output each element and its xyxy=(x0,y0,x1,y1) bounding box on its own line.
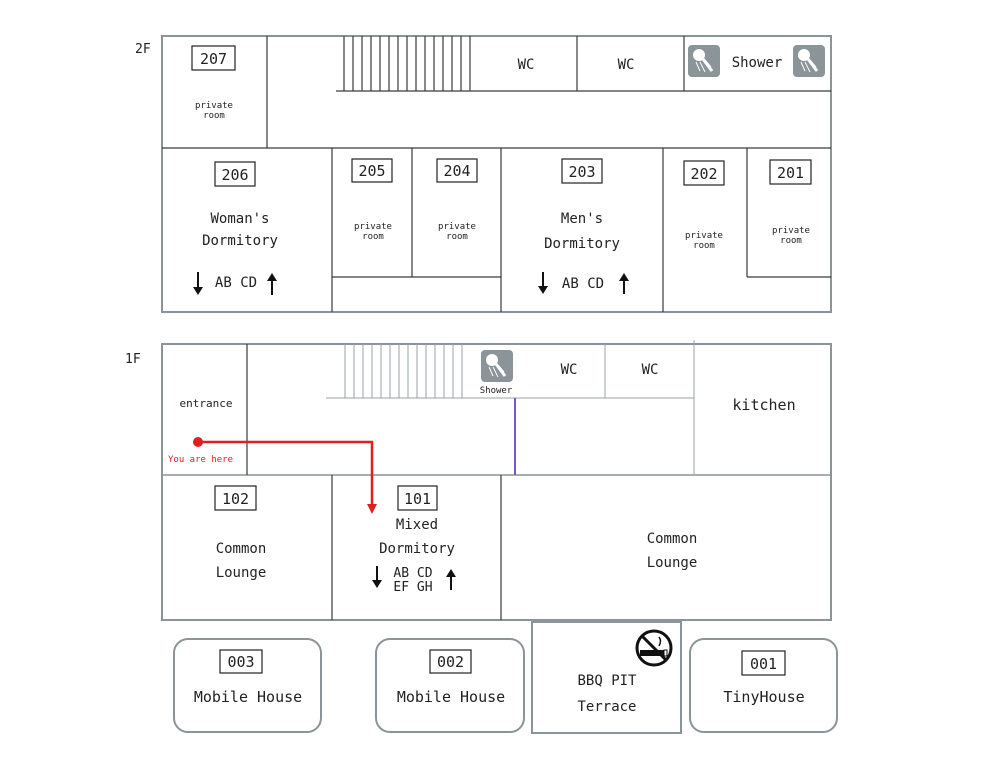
room-label: Dormitory xyxy=(544,236,620,252)
you-are-here-route: You are here xyxy=(168,437,377,514)
mobile-house-003[interactable]: 003 Mobile House xyxy=(173,638,322,733)
house-label: Mobile House xyxy=(194,688,302,706)
room-label: private xyxy=(195,101,233,111)
arrow-down-icon xyxy=(193,272,203,295)
bbq-label: BBQ PIT xyxy=(577,673,637,689)
shower-label: Shower xyxy=(480,386,513,396)
room-number: 201 xyxy=(777,164,804,182)
arrow-down-icon xyxy=(538,272,548,294)
arrow-up-icon xyxy=(267,273,277,295)
shower-icon xyxy=(686,43,722,79)
room-label: Dormitory xyxy=(379,541,455,557)
bbq-terrace[interactable]: BBQ PIT Terrace xyxy=(531,621,682,734)
room-label: private xyxy=(685,231,723,241)
house-label: TinyHouse xyxy=(723,688,804,706)
room-label: Lounge xyxy=(647,555,698,571)
room-label: private xyxy=(438,222,476,232)
house-number: 002 xyxy=(437,653,464,671)
room-label: Dormitory xyxy=(202,233,278,249)
you-are-here-marker xyxy=(193,437,203,447)
entrance-label: entrance xyxy=(180,397,233,410)
shower-1f: Shower xyxy=(479,348,515,396)
shower-label: Shower xyxy=(732,55,783,71)
room-number: 204 xyxy=(443,162,470,180)
room-205[interactable]: 205 private room xyxy=(351,158,393,242)
room-label: Woman's xyxy=(210,211,269,227)
terrace-label: Terrace xyxy=(577,699,636,715)
wc-label: WC xyxy=(561,362,578,378)
room-202[interactable]: 202 private room xyxy=(683,160,725,251)
room-label: room xyxy=(203,111,225,121)
room-203[interactable]: 203 Men's Dormitory AB CD xyxy=(538,158,629,294)
wc-label: WC xyxy=(642,362,659,378)
room-number: 205 xyxy=(358,162,385,180)
house-label: Mobile House xyxy=(397,688,505,706)
common-lounge[interactable]: Common Lounge xyxy=(647,531,698,571)
room-label: Lounge xyxy=(216,565,267,581)
stairs-2f xyxy=(343,36,471,91)
route-line xyxy=(198,440,377,514)
floor-label-2f: 2F xyxy=(135,42,151,57)
shower-icon xyxy=(791,43,827,79)
arrow-up-icon xyxy=(446,569,456,590)
room-number: 203 xyxy=(568,163,595,181)
bed-labels: EF GH xyxy=(393,580,432,595)
wc-label: WC xyxy=(618,57,635,73)
room-label: Mixed xyxy=(396,517,438,533)
tiny-house-001[interactable]: 001 TinyHouse xyxy=(689,638,838,733)
bed-labels: AB CD xyxy=(562,276,604,292)
room-label: room xyxy=(446,232,468,242)
no-smoking-icon xyxy=(635,629,673,667)
room-number: 207 xyxy=(200,50,227,68)
bed-labels: AB CD xyxy=(215,275,257,291)
room-number: 102 xyxy=(222,490,249,508)
floor-2 xyxy=(161,35,832,313)
arrow-up-icon xyxy=(619,273,629,294)
shower-2f: Shower xyxy=(686,43,827,79)
room-number: 101 xyxy=(404,490,431,508)
room-label: private xyxy=(354,222,392,232)
room-label: Common xyxy=(216,541,267,557)
room-102[interactable]: 102 Common Lounge xyxy=(214,485,267,581)
room-label: private xyxy=(772,226,810,236)
room-number: 202 xyxy=(690,165,717,183)
room-201[interactable]: 201 private room xyxy=(769,159,812,246)
shower-icon xyxy=(479,348,515,384)
room-label: room xyxy=(780,236,802,246)
room-101[interactable]: 101 Mixed Dormitory AB CD EF GH xyxy=(372,485,456,595)
room-label: room xyxy=(693,241,715,251)
room-label: Common xyxy=(647,531,698,547)
room-label: room xyxy=(362,232,384,242)
room-number: 206 xyxy=(221,166,248,184)
bed-labels: AB CD xyxy=(393,566,432,581)
room-204[interactable]: 204 private room xyxy=(436,158,478,242)
room-label: Men's xyxy=(561,211,603,227)
arrow-down-icon xyxy=(372,566,382,588)
stairs-1f xyxy=(344,344,463,398)
room-207[interactable]: 207 private room xyxy=(191,45,236,121)
wc-label: WC xyxy=(518,57,535,73)
you-are-here-label: You are here xyxy=(168,455,233,465)
floor-1 xyxy=(161,340,832,621)
mobile-house-002[interactable]: 002 Mobile House xyxy=(375,638,525,733)
room-206[interactable]: 206 Woman's Dormitory AB CD xyxy=(193,161,278,295)
floor-label-1f: 1F xyxy=(125,352,141,367)
house-number: 001 xyxy=(750,655,777,673)
house-number: 003 xyxy=(227,653,254,671)
kitchen-label: kitchen xyxy=(732,396,795,414)
